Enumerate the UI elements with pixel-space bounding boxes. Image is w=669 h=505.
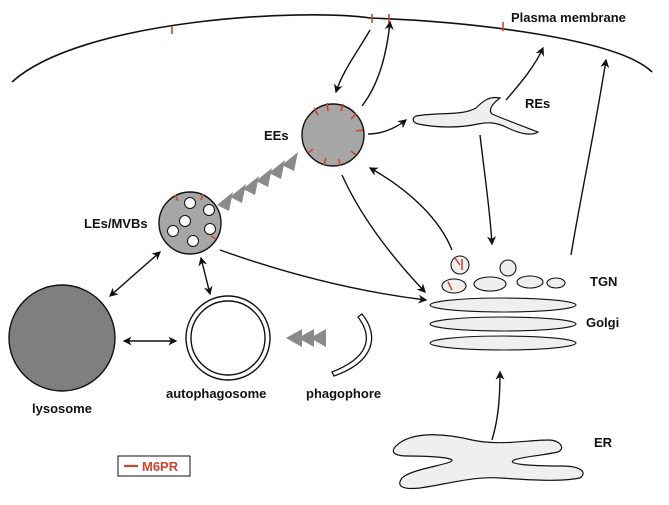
les-mvbs-label: LEs/MVBs: [84, 216, 148, 231]
arrow-res-to-tgn: [479, 134, 497, 246]
arrow-les-lysosome: [108, 251, 162, 297]
mvb-m6pr-marks: [174, 193, 217, 240]
arrow-ees-to-res: [367, 119, 408, 135]
plasma-membrane-line: [11, 14, 653, 83]
arrow-tgn-to-pm: [570, 58, 610, 256]
arrow-pm-to-ees: [334, 29, 371, 94]
er-label: ER: [594, 435, 613, 450]
arrow-ees-to-golgi: [341, 174, 426, 293]
ees-m6pr-marks: [307, 102, 364, 167]
mvb-intraluminal-vesicles: [167, 197, 216, 247]
arrow-res-to-pm: [505, 46, 544, 101]
lysosome: [8, 284, 116, 392]
legend-m6pr-label: M6PR: [142, 459, 179, 474]
golgi-cisternae: [429, 297, 577, 351]
golgi-label: Golgi: [586, 315, 619, 330]
early-endosome: [301, 103, 365, 167]
arrow-tgn-to-ees: [368, 167, 453, 251]
phagophore-label: phagophore: [306, 386, 381, 401]
plasma-membrane-label: Plasma membrane: [511, 10, 626, 25]
tgn-vesicles: [441, 255, 566, 294]
tgn-m6pr-marks: [447, 257, 463, 291]
arrow-ees-to-pm: [361, 20, 394, 107]
lysosome-label: lysosome: [32, 401, 92, 416]
arrow-les-to-golgi: [219, 249, 428, 304]
autophagosome-label: autophagosome: [166, 386, 266, 401]
legend-box: [117, 455, 191, 477]
res-label: REs: [525, 96, 550, 111]
recycling-endosome: [412, 96, 540, 135]
ees-label: EEs: [264, 128, 289, 143]
maturation-arrowheads-phagophore-to-autophagosome: [286, 329, 326, 347]
phagophore: [331, 313, 373, 377]
tgn-label: TGN: [590, 274, 617, 289]
endoplasmic-reticulum: [392, 434, 584, 490]
arrow-er-to-golgi: [491, 370, 505, 441]
autophagosome-inner-membrane: [190, 300, 266, 376]
legend: M6PR: [117, 455, 191, 477]
arrow-les-autophagosome: [198, 256, 213, 296]
maturation-arrowheads-ees-to-les: [217, 152, 298, 211]
